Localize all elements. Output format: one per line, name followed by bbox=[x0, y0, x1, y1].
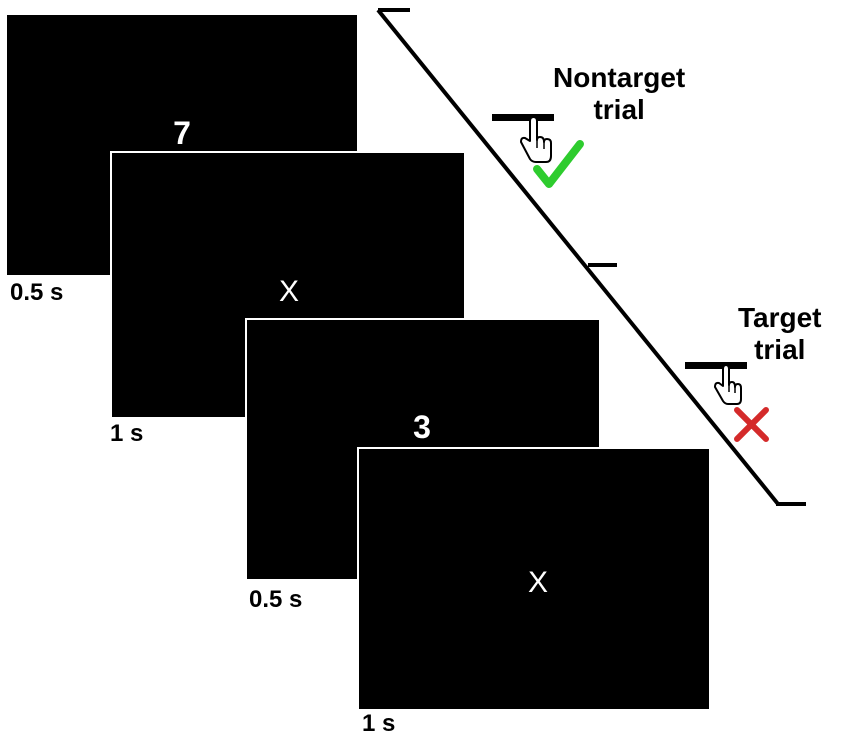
target-response-key bbox=[685, 362, 747, 369]
target-trial-label-line1: Target bbox=[738, 302, 822, 333]
stimulus-glyph-1: 7 bbox=[173, 115, 191, 151]
nontarget-hand-pointer-icon bbox=[520, 116, 552, 163]
stimulus-screen-4 bbox=[357, 447, 711, 711]
stimulus-glyph-3: 3 bbox=[413, 409, 431, 445]
target-trial-label: Target trial bbox=[738, 302, 822, 366]
duration-label-4: 1 s bbox=[362, 710, 396, 737]
stimulus-glyph-2: X bbox=[278, 275, 300, 308]
duration-label-2: 1 s bbox=[110, 420, 144, 447]
check-icon bbox=[533, 140, 584, 188]
cross-icon bbox=[734, 407, 769, 442]
duration-label-1: 0.5 s bbox=[10, 279, 64, 306]
nontarget-trial-label-line2: trial bbox=[593, 94, 645, 126]
target-trial-label-line2: trial bbox=[754, 334, 806, 366]
nontarget-trial-label-line1: Nontarget bbox=[553, 62, 686, 93]
duration-label-3: 0.5 s bbox=[249, 586, 303, 613]
nontarget-response-key bbox=[492, 114, 554, 121]
target-hand-pointer-icon bbox=[714, 364, 742, 405]
nontarget-trial-label: Nontarget trial bbox=[553, 62, 685, 126]
timeline-axis bbox=[376, 8, 780, 506]
stimulus-glyph-4: X bbox=[527, 566, 549, 599]
